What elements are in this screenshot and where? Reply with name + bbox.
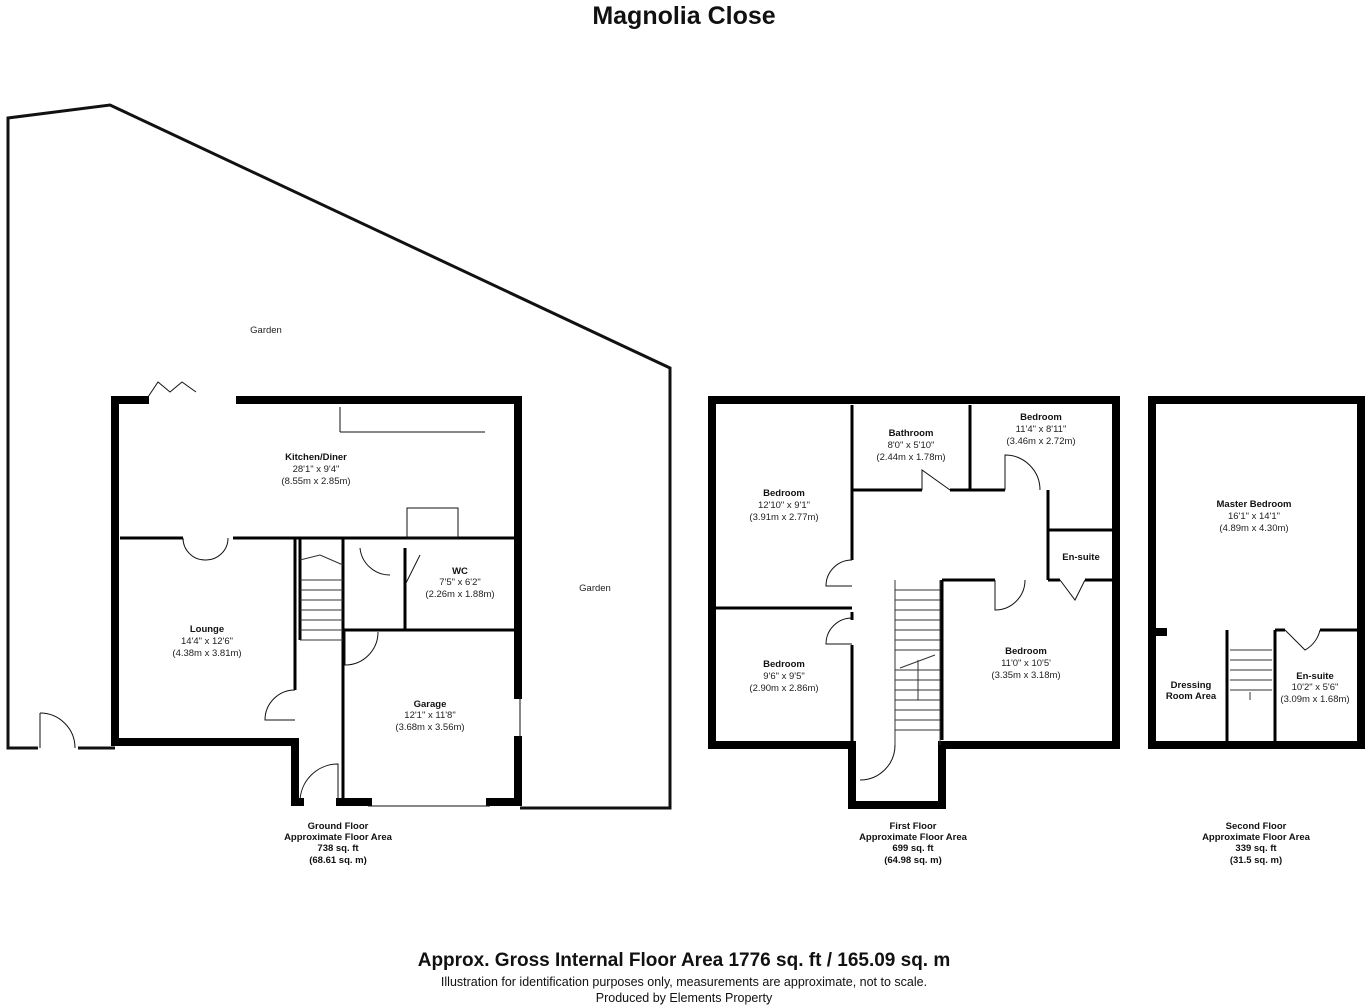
ground-floor-area-sqft: 738 sq. ft xyxy=(317,843,359,854)
second-floor-area-title: Second Floor xyxy=(1226,821,1287,832)
page-title: Magnolia Close xyxy=(592,2,776,30)
garden-right-label: Garden xyxy=(579,583,611,594)
wc-metric: (2.26m x 1.88m) xyxy=(425,589,494,600)
lounge-imperial: 14'4" x 12'6" xyxy=(181,636,233,647)
master-bedroom-name: Master Bedroom xyxy=(1217,499,1292,510)
second-floor-area-sqft: 339 sq. ft xyxy=(1235,843,1277,854)
first-floor-walls xyxy=(708,396,1120,809)
bedroom-bottom-right-metric: (3.35m x 3.18m) xyxy=(991,670,1060,681)
garden-top-label: Garden xyxy=(250,325,282,336)
garage-metric: (3.68m x 3.56m) xyxy=(395,722,464,733)
ground-floor-details xyxy=(145,381,521,807)
bedroom-top-right-metric: (3.46m x 2.72m) xyxy=(1006,436,1075,447)
first-floor-area-sqft: 699 sq. ft xyxy=(892,843,934,854)
ensuite-first-name: En-suite xyxy=(1062,552,1099,563)
bedroom-bottom-right-imperial: 11'0" x 10'5' xyxy=(1001,658,1051,669)
second-floor-area-sqm: (31.5 sq. m) xyxy=(1230,855,1282,866)
bedroom-top-left-imperial: 12'10" x 9'1" xyxy=(758,500,810,511)
garage-imperial: 12'1" x 11'8" xyxy=(404,710,455,721)
producer-credit: Produced by Elements Property xyxy=(595,991,773,1005)
master-bedroom-metric: (4.89m x 4.30m) xyxy=(1219,523,1288,534)
second-floor-walls xyxy=(1148,396,1365,749)
garden-outline xyxy=(6,103,672,810)
bedroom-top-right-imperial: 11'4" x 8'11" xyxy=(1016,424,1067,435)
kitchen-imperial: 28'1" x 9'4" xyxy=(293,464,340,475)
kitchen-name: Kitchen/Diner xyxy=(285,452,347,463)
bedroom-bottom-left-metric: (2.90m x 2.86m) xyxy=(749,683,818,694)
master-bedroom-imperial: 16'1" x 14'1" xyxy=(1228,511,1280,522)
ensuite-second-imperial: 10'2" x 5'6" xyxy=(1292,682,1339,693)
garage-name: Garage xyxy=(414,699,447,710)
second-floor-details xyxy=(1230,629,1321,700)
second-floor-internal-walls xyxy=(1225,628,1358,742)
bedroom-top-right-name: Bedroom xyxy=(1020,412,1062,423)
bedroom-top-left-name: Bedroom xyxy=(763,488,805,499)
first-floor-internal-walls xyxy=(715,405,1112,745)
bedroom-bottom-left-imperial: 9'6" x 9'5" xyxy=(763,671,805,682)
first-floor-area-title: First Floor xyxy=(890,821,937,832)
lounge-metric: (4.38m x 3.81m) xyxy=(172,648,241,659)
first-floor-area-label: Approximate Floor Area xyxy=(859,832,968,843)
wc-imperial: 7'5" x 6'2" xyxy=(439,577,481,588)
ground-floor-area-sqm: (68.61 sq. m) xyxy=(309,855,367,866)
first-floor-details xyxy=(825,454,1086,781)
ground-floor-area-label: Approximate Floor Area xyxy=(284,832,393,843)
ensuite-second-name: En-suite xyxy=(1296,671,1333,682)
second-floor-wall-stub xyxy=(1155,628,1167,636)
dressing-room-name-line2: Room Area xyxy=(1166,691,1217,702)
gross-internal-area: Approx. Gross Internal Floor Area 1776 s… xyxy=(417,950,951,971)
ground-floor-walls xyxy=(111,396,522,806)
bathroom-imperial: 8'0" x 5'10" xyxy=(888,440,935,451)
lounge-name: Lounge xyxy=(190,624,224,635)
kitchen-metric: (8.55m x 2.85m) xyxy=(281,476,350,487)
disclaimer: Illustration for identification purposes… xyxy=(440,975,928,989)
bedroom-top-left-metric: (3.91m x 2.77m) xyxy=(749,512,818,523)
second-floor-area-label: Approximate Floor Area xyxy=(1202,832,1311,843)
bathroom-metric: (2.44m x 1.78m) xyxy=(876,452,945,463)
bedroom-bottom-right-name: Bedroom xyxy=(1005,646,1047,657)
bedroom-bottom-left-name: Bedroom xyxy=(763,659,805,670)
bathroom-name: Bathroom xyxy=(889,428,934,439)
garden-door-arc xyxy=(39,712,76,749)
ground-floor-internal-walls xyxy=(120,536,518,802)
ensuite-second-metric: (3.09m x 1.68m) xyxy=(1280,694,1349,705)
wc-name: WC xyxy=(452,566,468,577)
ground-floor-area-title: Ground Floor xyxy=(308,821,369,832)
dressing-room-name-line1: Dressing xyxy=(1171,680,1212,691)
first-floor-area-sqm: (64.98 sq. m) xyxy=(884,855,942,866)
